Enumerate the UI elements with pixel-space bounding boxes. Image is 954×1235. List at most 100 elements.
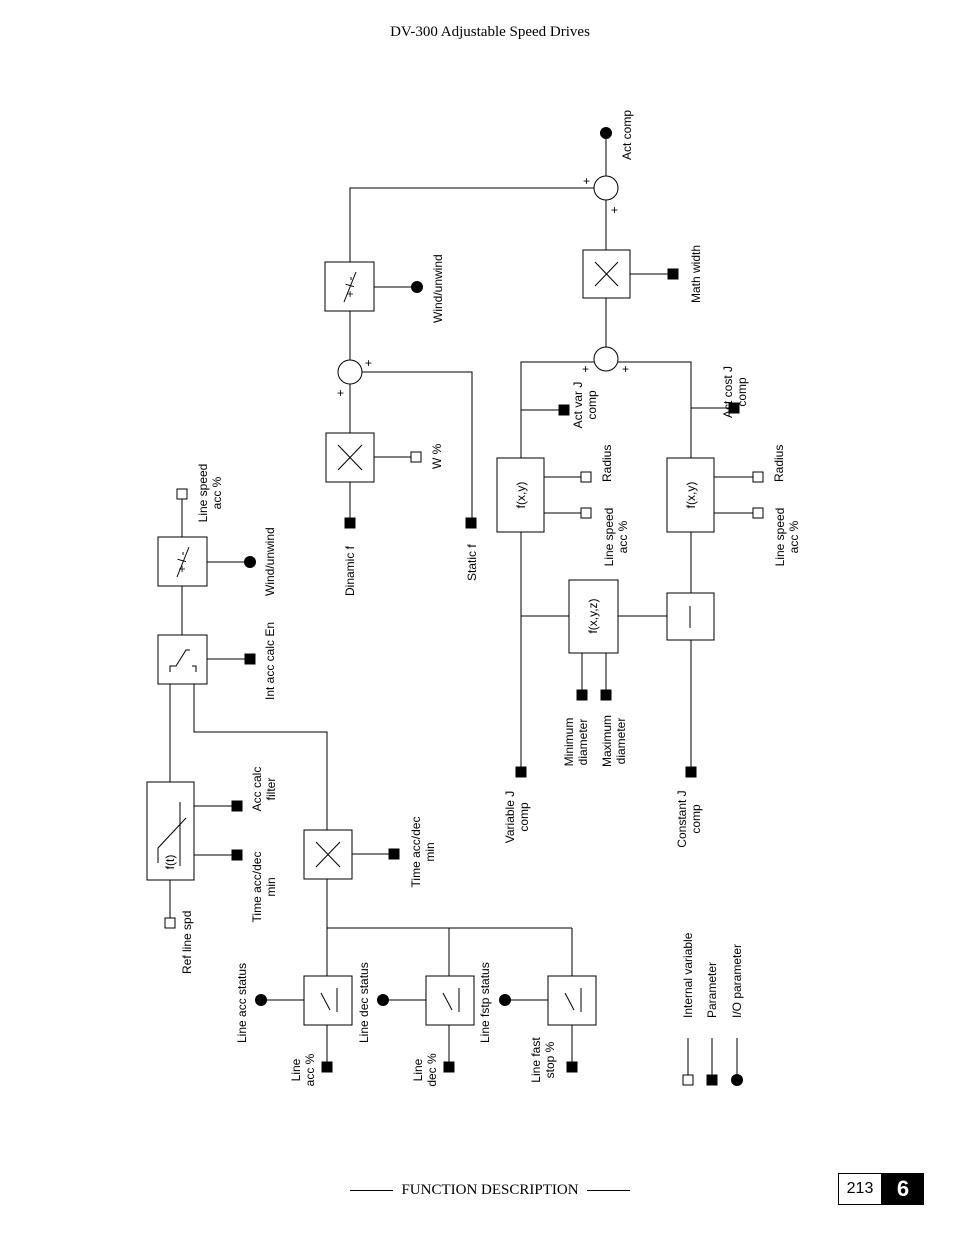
plus-sign: + (622, 362, 629, 376)
fxy-label: f(x,y) (514, 482, 528, 509)
ft-label: f(t) (163, 855, 177, 870)
switch-symbol (320, 992, 331, 1011)
fxy-label: f(x,y) (684, 482, 698, 509)
legend-io-parameter-label: I/O parameter (730, 944, 744, 1018)
line-dec-status-io-marker (377, 994, 389, 1006)
page-number: 213 (838, 1173, 882, 1205)
int-acc-calc-en-marker (244, 653, 256, 665)
line-speed-acc-label: Line speedacc % (773, 508, 801, 567)
radius-label: Radius (772, 445, 786, 482)
wire (618, 361, 692, 768)
legend-parameter-symbol (706, 1074, 718, 1086)
fxyz-label: f(x,y,z) (586, 598, 600, 633)
sign-block-slash (176, 546, 190, 578)
time-acc-dec-min-label: Time acc/decmin (250, 852, 278, 923)
maximum-diameter-label: Maximumdiameter (600, 715, 628, 767)
legend-io-parameter-symbol (731, 1074, 743, 1086)
static-f-marker (465, 517, 477, 529)
minimum-diameter-label: Minimumdiameter (562, 718, 590, 767)
footer-section-title: FUNCTION DESCRIPTION (401, 1182, 579, 1198)
line-fstp-status-io-marker (499, 994, 511, 1006)
variable-j-comp-label: Variable Jcomp (503, 791, 531, 843)
fxy-block-var (496, 457, 545, 533)
switch-line-fast-stop (547, 975, 597, 1026)
summing-junction-friction (337, 359, 363, 385)
line-fast-stop-marker (566, 1061, 578, 1073)
math-width-parameter-marker (667, 268, 679, 280)
switch-line-dec (425, 975, 475, 1026)
wire (349, 187, 594, 262)
multiplier-cross (315, 841, 341, 868)
line-speed-acc-output-label: Line speedacc % (196, 464, 224, 523)
line-speed-acc-const-marker (752, 507, 764, 519)
time-acc-dec-min-marker (231, 849, 243, 861)
line-fstp-status-label: Line fstp status (478, 962, 492, 1043)
sign-label: + / - (175, 551, 189, 572)
switch-symbol (442, 992, 453, 1011)
plus-sign: + (337, 386, 344, 400)
sign-block-slash (343, 271, 357, 303)
line-speed-acc-label: Line speedacc % (602, 508, 630, 567)
ref-line-spd-label: Ref line spd (180, 911, 194, 974)
fxy-block-const (666, 457, 715, 533)
acc-calc-filter-label: Acc calcfilter (250, 767, 278, 812)
wind-unwind-left-io-marker (244, 556, 256, 568)
w-percent-label: W % (430, 443, 444, 469)
act-var-j-comp-marker (558, 404, 570, 416)
wind-unwind-label: Wind/unwind (431, 254, 445, 323)
line-dec-label: Linedec % (411, 1053, 439, 1087)
sign-label: + / - (343, 276, 357, 297)
multiplier-cross (337, 444, 363, 471)
pass-block (666, 592, 715, 641)
legend-internal-variable-symbol (682, 1074, 694, 1086)
line-acc-label: Lineacc % (289, 1053, 317, 1086)
plus-sign: + (365, 356, 372, 370)
maximum-diameter-marker (600, 689, 612, 701)
wire (520, 361, 594, 768)
line-speed-acc-output-marker (176, 488, 188, 500)
act-comp-label: Act comp (620, 110, 634, 160)
act-comp-io-marker (600, 127, 612, 139)
wire (193, 684, 328, 830)
time-acc-dec-min-right-label: Time acc/decmin (409, 817, 437, 888)
line-dec-status-label: Line dec status (357, 962, 371, 1043)
ref-line-spd-marker (164, 917, 176, 929)
constant-j-comp-label: Constant Jcomp (675, 790, 703, 847)
multiplier-cross (594, 261, 619, 287)
constant-j-comp-marker (685, 766, 697, 778)
switch-block-acc-calc (157, 634, 208, 685)
footer-rule-right (586, 1190, 630, 1191)
radius-var-marker (580, 471, 592, 483)
switch-symbol (169, 649, 190, 672)
line-acc-status-io-marker (255, 994, 267, 1006)
dinamic-f-marker (344, 517, 356, 529)
footer-rule-left (350, 1190, 394, 1191)
legend-internal-variable-label: Internal variable (681, 932, 695, 1018)
line-speed-acc-var-marker (580, 507, 592, 519)
w-percent-marker (410, 451, 422, 463)
plus-sign: + (582, 362, 589, 376)
line-acc-status-label: Line acc status (235, 963, 249, 1043)
static-f-label: Static f (465, 544, 479, 581)
page-footer: FUNCTION DESCRIPTION (342, 1182, 638, 1199)
time-acc-dec-min-right-marker (388, 848, 400, 860)
summing-junction-j (593, 346, 619, 372)
act-var-j-comp-label: Act var Jcomp (571, 382, 599, 429)
int-acc-calc-en-label: Int acc calc En (263, 622, 277, 700)
wire (362, 371, 473, 518)
radius-label: Radius (600, 445, 614, 482)
legend-parameter-label: Parameter (705, 962, 719, 1018)
line-acc-marker (321, 1061, 333, 1073)
switch-symbol (564, 992, 575, 1011)
variable-j-comp-marker (515, 766, 527, 778)
summing-junction-top (593, 175, 619, 201)
act-cost-j-comp-marker (728, 402, 740, 414)
plus-sign: + (583, 174, 590, 188)
switch-symbol (192, 665, 197, 672)
page-header: DV-300 Adjustable Speed Drives (390, 24, 590, 40)
dinamic-f-label: Dinamic f (343, 545, 357, 596)
wind-unwind-io-marker (411, 281, 423, 293)
line-dec-marker (443, 1061, 455, 1073)
plus-sign: + (611, 203, 618, 217)
